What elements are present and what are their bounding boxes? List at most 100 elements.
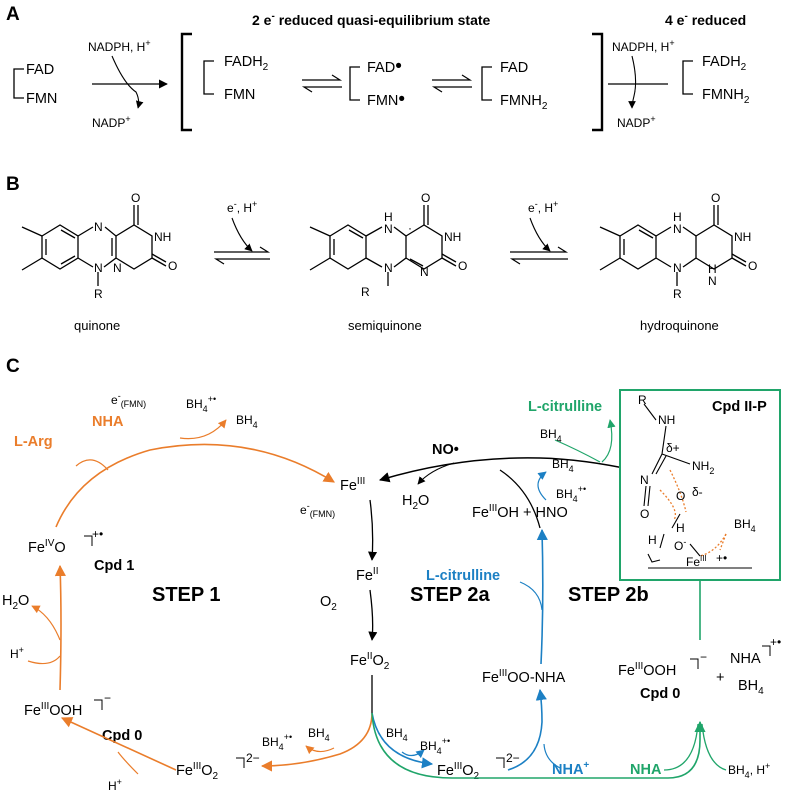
fe3-to-fe2-arrow xyxy=(368,499,378,561)
panel-a-header-four-electron: 4 e- reduced xyxy=(665,11,746,28)
reagent-label-1: e-, H+ xyxy=(227,199,257,215)
fe4o-compound: FeIVO xyxy=(28,538,66,556)
nha-uptake-green xyxy=(663,723,699,771)
cpd0-bracket-step2b xyxy=(690,658,699,669)
fe3o2-peroxo-step1: FeIIIO2 xyxy=(176,761,219,782)
fe3oo-nha: FeIIIOO-NHA xyxy=(482,668,566,686)
box-bh4: BH4 xyxy=(734,517,756,534)
step-1-label: STEP 1 xyxy=(152,584,221,606)
hplus-step1: H+ xyxy=(10,645,24,661)
box-dminus: δ- xyxy=(692,485,703,499)
electron-fmn-step1: e-(FMN) xyxy=(111,391,146,409)
step1-cycle-arc xyxy=(55,443,335,528)
fe3ooh-cpd0-step1: FeIIIOOH xyxy=(24,701,82,719)
semiquinone-label: semiquinone xyxy=(348,318,422,333)
hydroquinone-label: hydroquinone xyxy=(640,318,719,333)
oonha-to-hno-arrow xyxy=(536,528,548,665)
box-fe: FeIII xyxy=(686,554,707,569)
quinone-atom-nh: NH xyxy=(154,230,171,244)
equilibrium-arrows-2 xyxy=(431,74,473,93)
bh4-oxidation-blue xyxy=(401,749,425,759)
hydroquinone-atom-nh-right: NH xyxy=(734,230,751,244)
fe3-top: FeIII xyxy=(340,476,365,494)
panel-b: B O N NH N O N R quinone e-, H+ xyxy=(6,174,757,333)
larg-label: L-Arg xyxy=(14,434,53,450)
o2-label: O2 xyxy=(320,594,337,613)
fe2o2-to-peroxo-orange xyxy=(260,712,373,772)
cofactor-bracket-1 xyxy=(13,68,24,99)
semiquinone-structure xyxy=(309,205,457,286)
h2o-center: H2O xyxy=(402,493,429,512)
hydroquinone-atom-n-bottom: N xyxy=(673,261,682,275)
box-h-atom-2: H xyxy=(648,533,657,547)
quinone-atom-r: R xyxy=(94,287,103,301)
fad-label-1: FAD xyxy=(26,62,54,78)
reagent-curve-1 xyxy=(231,217,253,252)
citrulline-release-blue xyxy=(519,581,543,611)
panel-a: A 2 e- reduced quasi-equilibrium state 4… xyxy=(6,4,750,132)
hydroquinone-atom-h-bottom: H xyxy=(708,262,717,276)
hydroquinone-structure xyxy=(599,205,747,286)
quinone-atom-o-right: O xyxy=(168,259,177,273)
hydroquinone-atom-o-right: O xyxy=(748,259,757,273)
semiquinone-atom-n-bottom: N xyxy=(384,261,393,275)
step-2b-label: STEP 2b xyxy=(568,584,649,606)
bh4-radical-step2a: BH4+• xyxy=(556,484,586,504)
reagent-curve-2 xyxy=(529,217,551,252)
semiquinone-atom-h: H xyxy=(384,210,393,224)
hplus-bottom: H+ xyxy=(108,777,122,793)
h2o-release-step1 xyxy=(31,605,61,641)
fe4o-radical: +• xyxy=(92,527,103,541)
cpd-ii-p-title: Cpd II-P xyxy=(712,399,767,415)
panel-a-header-quasi-equilibrium: 2 e- reduced quasi-equilibrium state xyxy=(252,11,491,28)
hydroquinone-atom-n-bottom-right: N xyxy=(708,274,717,288)
fad-radical-label: FAD• xyxy=(367,56,402,77)
panel-a-letter: A xyxy=(6,4,20,25)
hplus-uptake-bottom xyxy=(117,751,139,775)
hydroquinone-atom-h-top: H xyxy=(673,210,682,224)
quinone-atom-o-top: O xyxy=(131,191,140,205)
cofactor-bracket-4 xyxy=(481,66,492,101)
cpd0-charge-step1: − xyxy=(104,691,111,705)
cpd-ii-p-structure xyxy=(643,403,752,569)
fad-label-4: FAD xyxy=(500,60,528,76)
bh4-oxidation-step2a xyxy=(537,471,547,501)
quinone-atom-n-right: N xyxy=(113,261,122,275)
box-r-atom: R xyxy=(638,393,647,407)
h2o-release-curve xyxy=(417,462,455,485)
bh4-under-nha: BH4 xyxy=(738,678,764,697)
cofactor-bracket-5 xyxy=(682,60,693,95)
nha-radical-charge: +• xyxy=(770,635,781,649)
no-product: NO• xyxy=(432,442,459,458)
fe3oh-hno: FeIIIOH + HNO xyxy=(472,503,568,521)
hydroquinone-atom-o-top: O xyxy=(711,191,720,205)
hydroquinone-atom-n-top: N xyxy=(673,222,682,236)
plus-sign-step2b: + xyxy=(716,670,724,686)
box-nh-atom: NH xyxy=(658,413,675,427)
cpd0-label-step2b: Cpd 0 xyxy=(640,686,680,702)
bh4-radical-bottom-blue: BH4+• xyxy=(420,736,450,756)
box-nh2-atom: NH2 xyxy=(692,459,714,476)
bh4-step2b-top: BH4 xyxy=(540,427,562,444)
panel-c: C STEP 1 STEP 2a STEP 2b FeIII e-(FMN) F… xyxy=(2,356,781,793)
h2o-step1: H2O xyxy=(2,593,29,612)
quinone-structure xyxy=(21,205,167,286)
quinone-label: quinone xyxy=(74,318,120,333)
equilibrium-arrows-1 xyxy=(301,74,343,93)
bh4-bottom-orange: BH4 xyxy=(308,726,330,743)
fmnh2-label-5: FMNH2 xyxy=(702,87,750,106)
reagent-label-2: e-, H+ xyxy=(528,199,558,215)
bh4-radical-to-bh4-curve xyxy=(179,419,227,440)
box-o-atom-1: O xyxy=(676,489,685,503)
semiquinone-atom-n-right: N xyxy=(420,265,429,279)
nha-radical-bracket xyxy=(762,645,771,656)
nadph-label-1: NADPH, H+ xyxy=(88,38,151,54)
fe2o2-to-cpd0-green xyxy=(371,712,706,779)
nha-plus-curve xyxy=(543,743,561,769)
fmn-radical-label: FMN• xyxy=(367,89,405,110)
nha-label-step1: NHA xyxy=(92,414,124,430)
electron-fmn-center: e-(FMN) xyxy=(300,501,335,519)
fadh2-label-2: FADH2 xyxy=(224,54,269,73)
box-h-atom-1: H xyxy=(676,521,685,535)
